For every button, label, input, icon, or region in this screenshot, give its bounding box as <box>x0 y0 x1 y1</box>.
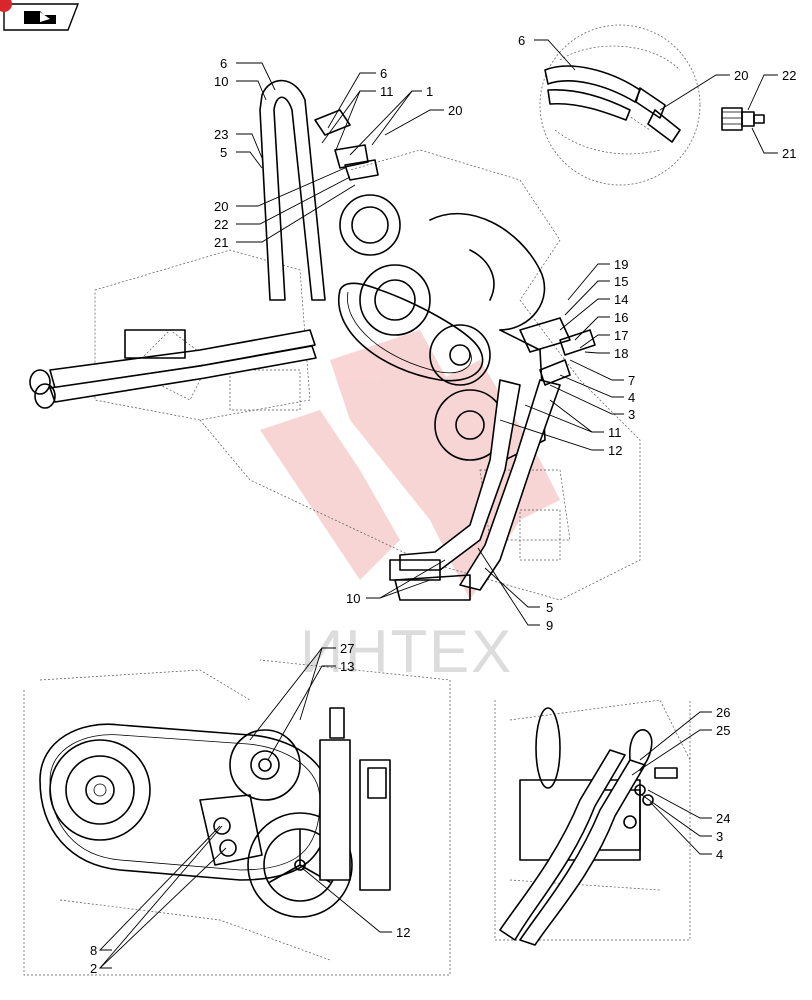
callout-6: 6 <box>380 66 387 81</box>
inset-bottom-right-callouts: 26 25 24 3 4 <box>716 705 730 862</box>
callout-9: 9 <box>546 618 553 633</box>
callout-12: 12 <box>396 925 410 940</box>
callout-12: 12 <box>608 443 622 458</box>
callout-7: 7 <box>628 373 635 388</box>
callout-6: 6 <box>518 33 525 48</box>
inset-bottom-right <box>494 699 691 946</box>
inset-bottom-left-leaders <box>98 647 392 969</box>
callout-15: 15 <box>614 274 628 289</box>
inset-bottom-left <box>23 659 451 976</box>
callout-19: 19 <box>614 257 628 272</box>
callout-21: 21 <box>782 146 796 161</box>
callout-5: 5 <box>546 600 553 615</box>
callout-13: 13 <box>340 659 354 674</box>
main-callouts: 6 10 6 11 1 20 23 5 20 22 21 19 15 14 16… <box>214 56 635 633</box>
callout-5: 5 <box>220 145 227 160</box>
callout-18: 18 <box>614 346 628 361</box>
callout-4: 4 <box>716 847 723 862</box>
callout-16: 16 <box>614 310 628 325</box>
inset-top-right <box>539 24 765 186</box>
callout-20: 20 <box>214 199 228 214</box>
callout-3: 3 <box>628 407 635 422</box>
callout-4: 4 <box>628 390 635 405</box>
inset-top-right-callouts: 6 20 22 21 <box>518 33 796 161</box>
callout-14: 14 <box>614 292 628 307</box>
callout-22: 22 <box>214 217 228 232</box>
callout-11: 11 <box>380 84 394 99</box>
callout-20: 20 <box>734 68 748 83</box>
main-leaders <box>236 62 624 626</box>
main-view <box>29 79 641 601</box>
callout-2: 2 <box>90 961 97 976</box>
callout-1: 1 <box>426 84 433 99</box>
callout-20: 20 <box>448 103 462 118</box>
callout-25: 25 <box>716 723 730 738</box>
inset-bottom-left-callouts: 27 13 8 2 12 <box>90 641 410 976</box>
callout-3: 3 <box>716 829 723 844</box>
inset-top-right-leaders <box>534 39 778 154</box>
callout-10: 10 <box>346 591 360 606</box>
callout-21: 21 <box>214 235 228 250</box>
callout-11: 11 <box>608 425 622 440</box>
callout-17: 17 <box>614 328 628 343</box>
callout-23: 23 <box>214 127 228 142</box>
callout-22: 22 <box>782 68 796 83</box>
watermark-text: ИНТЕХ <box>300 618 513 685</box>
callout-8: 8 <box>90 943 97 958</box>
callout-6: 6 <box>220 56 227 71</box>
book-arrow-icon <box>24 11 56 24</box>
red-dot-icon <box>0 0 12 12</box>
callout-10: 10 <box>214 74 228 89</box>
callout-27: 27 <box>340 641 354 656</box>
callout-26: 26 <box>716 705 730 720</box>
inset-bottom-right-leaders <box>631 711 712 855</box>
callout-24: 24 <box>716 811 730 826</box>
corner-badge[interactable] <box>0 0 80 31</box>
